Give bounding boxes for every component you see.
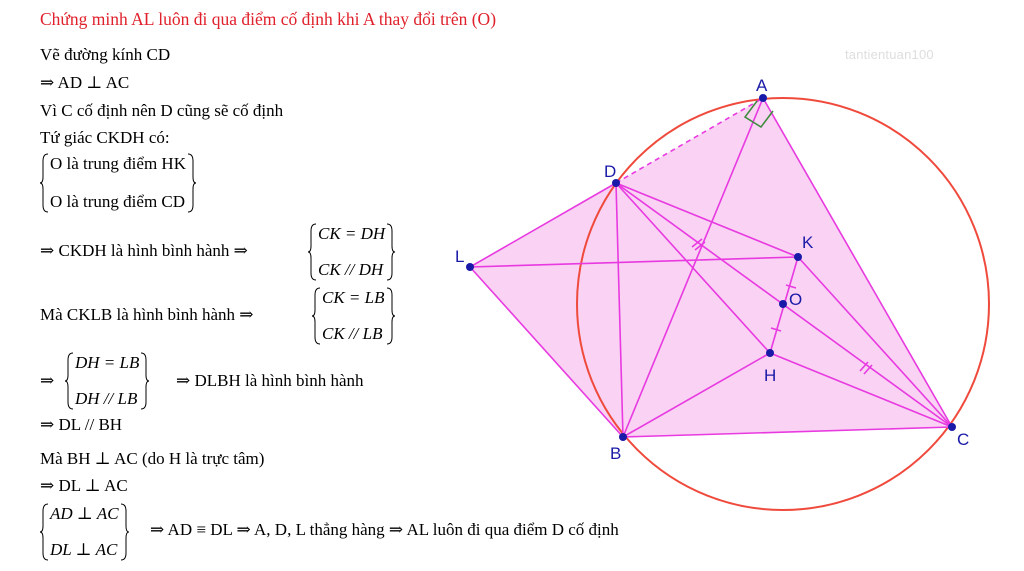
proof-line-4: Tứ giác CKDH có: bbox=[40, 128, 170, 147]
watermark: tantientuan100 bbox=[845, 47, 934, 62]
proof-line-2: ⇒ AD ⊥ AC bbox=[40, 73, 130, 92]
tick-mark bbox=[770, 327, 782, 332]
left-brace-icon bbox=[40, 503, 49, 561]
proof-line-11: ⇒ AD ≡ DL ⇒ A, D, L thẳng hàng ⇒ AL luôn… bbox=[150, 520, 619, 539]
circle-o bbox=[576, 97, 990, 511]
label-o: O bbox=[789, 290, 802, 309]
triangle-fill bbox=[616, 98, 952, 437]
label-a: A bbox=[756, 76, 768, 95]
left-brace-icon bbox=[308, 223, 317, 281]
segment-hb bbox=[622, 352, 771, 438]
system-ad-dl: AD ⊥ AC DL ⊥ AC bbox=[40, 503, 129, 561]
system-row: AD ⊥ AC bbox=[50, 504, 119, 523]
left-brace-icon bbox=[312, 287, 321, 345]
point-l bbox=[466, 263, 474, 271]
proof-line-9: Mà BH ⊥ AC (do H là trực tâm) bbox=[40, 449, 265, 468]
left-brace-icon bbox=[40, 153, 49, 213]
system-row: DH = LB bbox=[75, 353, 140, 372]
system-ck-dh: CK = DH CK // DH bbox=[308, 223, 396, 281]
right-brace-icon bbox=[187, 153, 196, 213]
segment-ld bbox=[469, 182, 617, 268]
system-row: CK = DH bbox=[318, 224, 386, 243]
proof-line-1: Vẽ đường kính CD bbox=[40, 45, 171, 64]
label-b: B bbox=[610, 444, 621, 463]
right-brace-icon bbox=[386, 223, 396, 281]
segment-lb bbox=[469, 266, 624, 438]
system-dh-lb: DH = LB DH // LB bbox=[65, 352, 150, 410]
right-angle-icon bbox=[743, 100, 774, 129]
proof-line-6: Mà CKLB là hình bình hành ⇒ bbox=[40, 305, 254, 324]
right-brace-icon bbox=[140, 352, 150, 410]
segment-ac bbox=[762, 97, 953, 428]
tick-mark bbox=[863, 364, 873, 375]
point-b bbox=[619, 433, 627, 441]
segment-hc bbox=[769, 352, 953, 428]
label-k: K bbox=[802, 233, 814, 252]
proof-line-7-lead: ⇒ bbox=[40, 371, 55, 390]
tick-mark bbox=[859, 361, 869, 372]
point-o bbox=[779, 300, 787, 308]
segment-lk bbox=[469, 256, 799, 268]
proof-line-8: ⇒ DL // BH bbox=[40, 415, 123, 434]
segment-kc bbox=[797, 256, 953, 428]
system-ck-lb: CK = LB CK // LB bbox=[312, 287, 395, 345]
label-l: L bbox=[455, 247, 464, 266]
label-d: D bbox=[604, 162, 616, 181]
system-row: DH // LB bbox=[75, 389, 138, 408]
system-midpoints: O là trung điểm HK O là trung điểm CD bbox=[40, 153, 196, 213]
segment-db bbox=[615, 182, 624, 438]
point-k bbox=[794, 253, 802, 261]
right-brace-icon bbox=[120, 503, 129, 561]
system-row: CK = LB bbox=[322, 288, 385, 307]
tick-mark bbox=[785, 284, 797, 289]
segment-dh bbox=[615, 182, 771, 354]
point-d bbox=[612, 179, 620, 187]
system-row: DL ⊥ AC bbox=[50, 540, 118, 559]
segment-da-dashed bbox=[615, 97, 764, 184]
segments bbox=[469, 97, 953, 438]
proof-line-10: ⇒ DL ⊥ AC bbox=[40, 476, 128, 495]
tick-mark bbox=[691, 238, 703, 248]
problem-title: Chứng minh AL luôn đi qua điểm cố định k… bbox=[40, 9, 497, 29]
proof-line-7-tail: ⇒ DLBH là hình bình hành bbox=[176, 371, 364, 390]
system-row: CK // DH bbox=[318, 260, 384, 279]
system-row: CK // LB bbox=[322, 324, 383, 343]
label-c: C bbox=[957, 430, 969, 449]
point-a bbox=[759, 94, 767, 102]
segment-dk bbox=[615, 182, 799, 258]
label-h: H bbox=[764, 366, 776, 385]
system-row: O là trung điểm HK bbox=[50, 154, 186, 173]
tick-mark bbox=[694, 241, 706, 251]
segment-bc bbox=[622, 426, 953, 438]
point-h bbox=[766, 349, 774, 357]
right-brace-icon bbox=[386, 287, 395, 345]
left-brace-icon bbox=[65, 352, 74, 410]
proof-line-5: ⇒ CKDH là hình bình hành ⇒ bbox=[40, 241, 248, 260]
system-row: O là trung điểm CD bbox=[50, 192, 186, 211]
point-c bbox=[948, 423, 956, 431]
proof-line-3: Vì C cố định nên D cũng sẽ cố định bbox=[40, 101, 284, 120]
points bbox=[466, 94, 956, 441]
